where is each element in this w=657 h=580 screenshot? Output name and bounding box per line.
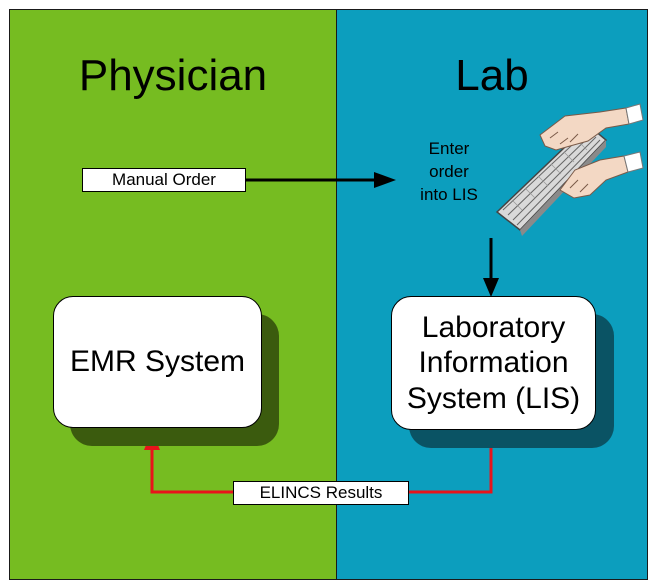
- physician-lane: Physician: [9, 9, 337, 580]
- lis-system-box: Laboratory Information System (LIS): [391, 296, 596, 430]
- emr-system-label: EMR System: [69, 345, 246, 379]
- lis-system-label-line: Laboratory: [421, 311, 566, 345]
- physician-lane-title: Physician: [78, 51, 268, 100]
- lis-system-label-line: System (LIS): [406, 381, 581, 415]
- manual-order-label: Manual Order: [82, 168, 246, 192]
- lis-system-label-line: Information: [418, 346, 569, 380]
- enter-to-lis-arrow: [483, 238, 499, 297]
- keyboard-with-hands-icon: [495, 103, 644, 236]
- lab-lane-title: Lab: [455, 51, 529, 100]
- enter-order-line: into LIS: [420, 185, 478, 204]
- enter-order-line: Enter: [428, 139, 470, 158]
- enter-order-line: order: [429, 162, 469, 181]
- enter-order-label: Enter order into LIS: [404, 137, 494, 206]
- elincs-results-label: ELINCS Results: [233, 481, 409, 505]
- manual-order-arrow: [246, 172, 396, 188]
- emr-system-box: EMR System: [53, 296, 262, 428]
